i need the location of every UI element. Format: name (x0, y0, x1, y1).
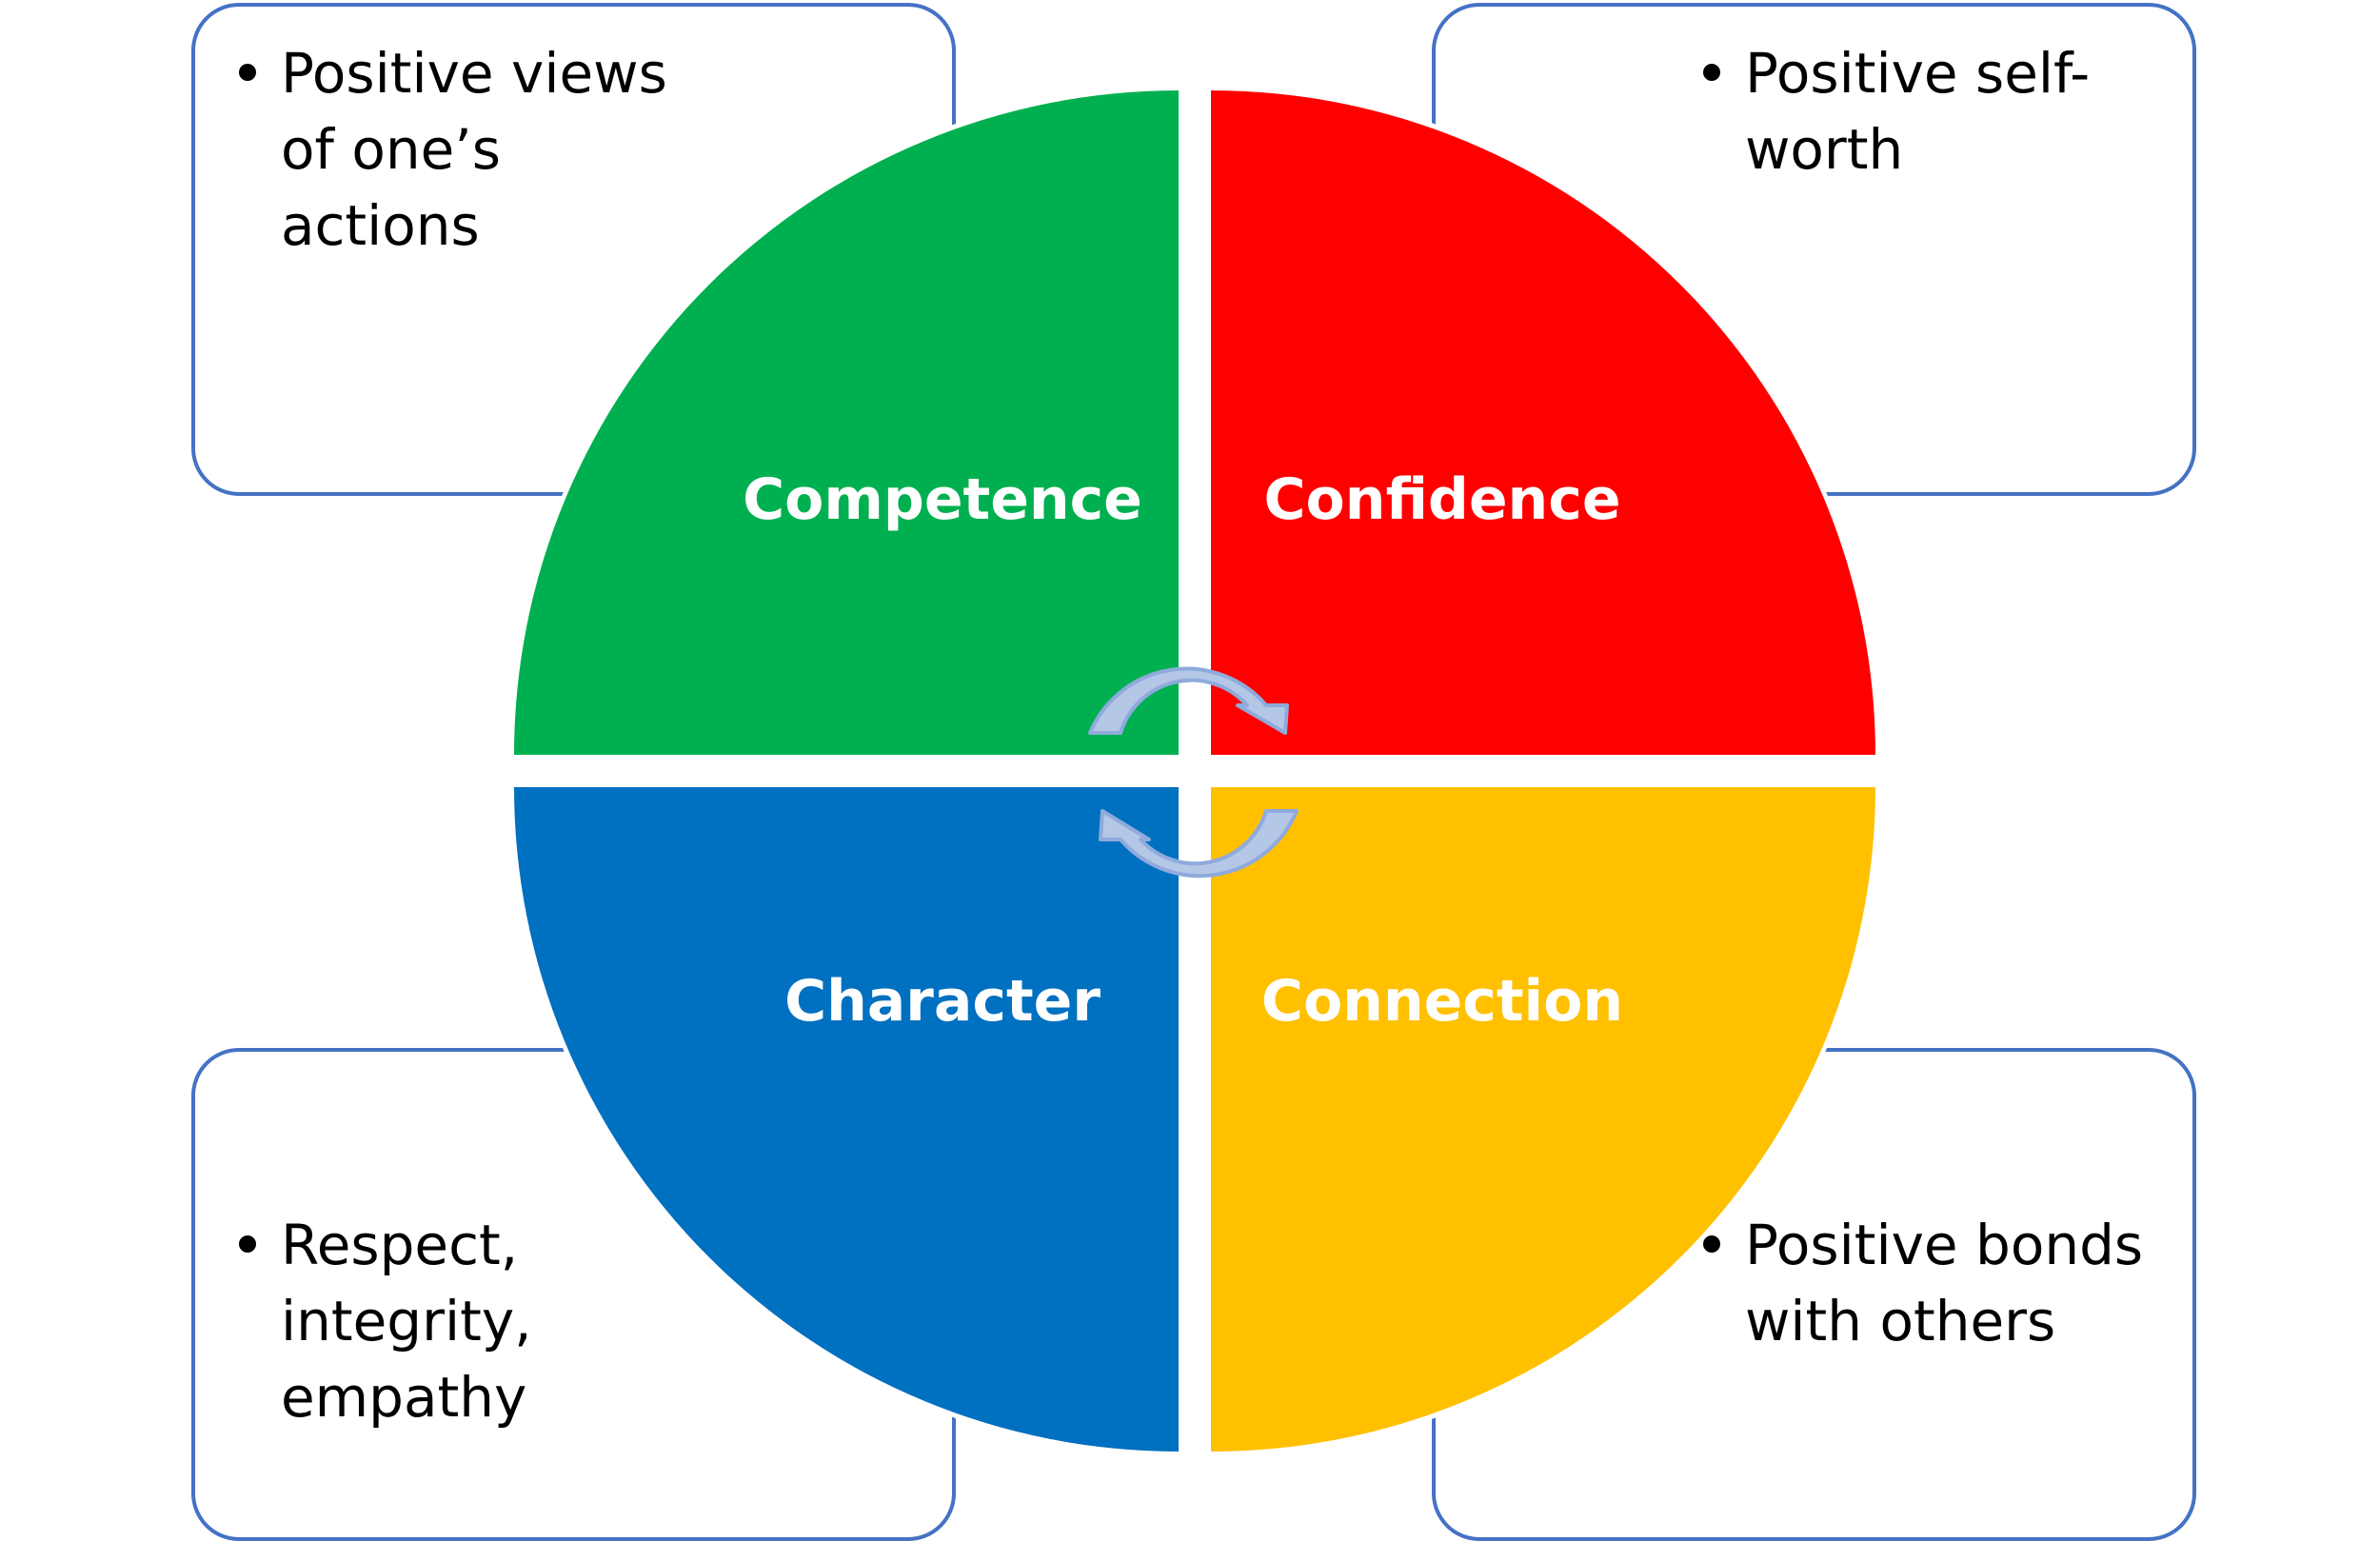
quadrant-confidence (1211, 90, 1875, 755)
note-item: Positive self- worth (1696, 35, 2090, 188)
note-line: Positive self- (1745, 41, 2091, 106)
note-list: Positive views of one’s actions (231, 35, 667, 264)
note-list: Positive self- worth (1696, 35, 2090, 188)
note-item: Respect, integrity, empathy (231, 1207, 532, 1435)
note-line: actions (281, 193, 480, 258)
note-item: Positive views of one’s actions (231, 35, 667, 264)
quadrant-competence (514, 90, 1179, 755)
quadrant-label-character: Character (784, 968, 1101, 1035)
note-list: Positive bonds with others (1696, 1207, 2143, 1359)
note-line: empathy (281, 1365, 527, 1430)
note-line: Positive views (281, 41, 667, 106)
bullet-icon (239, 64, 256, 81)
quadrant-label-confidence: Confidence (1263, 466, 1620, 533)
quadrant-label-competence: Competence (743, 466, 1142, 533)
note-line: Respect, (281, 1213, 519, 1277)
bullet-icon (239, 1235, 256, 1253)
note-line: integrity, (281, 1289, 532, 1353)
note-list: Respect, integrity, empathy (231, 1207, 532, 1435)
quadrant-connection (1211, 787, 1875, 1452)
quadrant-character (514, 787, 1179, 1452)
quadrant-label-connection: Connection (1261, 968, 1623, 1035)
cycle-arrow-top-icon (1088, 666, 1289, 735)
note-line: worth (1745, 117, 1904, 182)
bullet-icon (1703, 1235, 1720, 1253)
bullet-icon (1703, 64, 1720, 81)
cycle-arrow-bottom-icon (1099, 809, 1299, 879)
note-line: of one’s (281, 117, 501, 182)
note-item: Positive bonds with others (1696, 1207, 2143, 1359)
note-line: Positive bonds (1745, 1213, 2144, 1277)
note-line: with others (1745, 1289, 2056, 1353)
